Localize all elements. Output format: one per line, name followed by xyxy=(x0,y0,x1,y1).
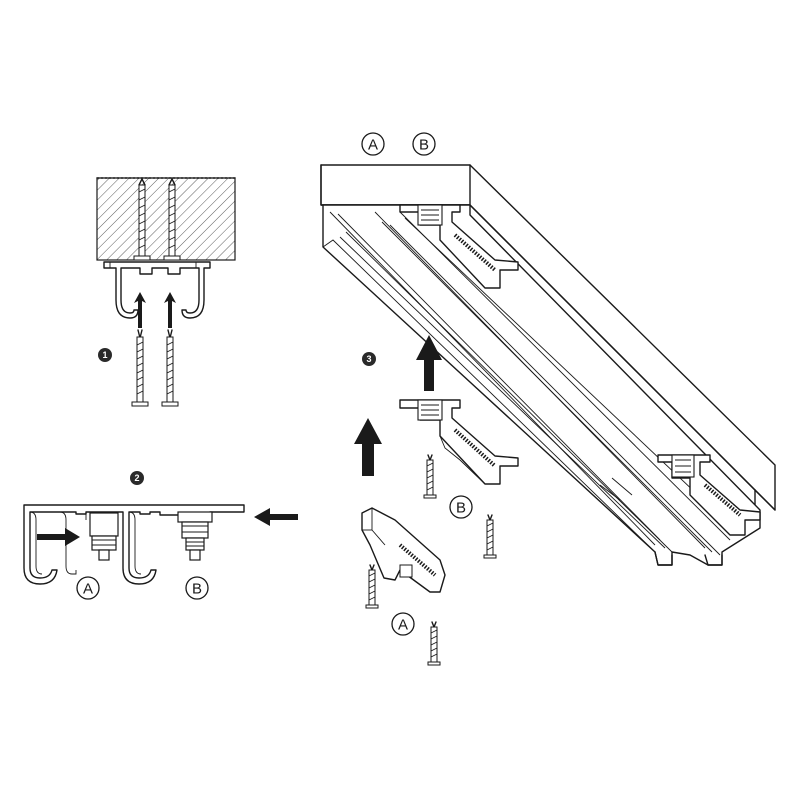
part-a-cross-section xyxy=(89,512,119,561)
carrier-a-loose xyxy=(361,507,446,593)
carrier-b-installed xyxy=(399,204,519,289)
label-a-circle-top xyxy=(361,132,385,156)
up-arrow-icon xyxy=(354,418,382,476)
step1-group: 1 xyxy=(96,177,236,407)
double-rail xyxy=(322,204,761,566)
screw-a-1 xyxy=(365,564,379,609)
ceiling-block xyxy=(96,177,236,261)
up-arrow-icon xyxy=(164,292,176,328)
part-b-cross-section xyxy=(177,511,213,561)
rail-profile-step1 xyxy=(103,261,211,319)
label-a-text-top: A xyxy=(368,137,378,154)
step3-group: A B xyxy=(320,132,776,666)
step-2-number: 2 xyxy=(134,473,139,483)
carrier-end-installed xyxy=(657,454,761,536)
step-3-number: 3 xyxy=(366,354,371,364)
step-2-badge xyxy=(130,471,144,485)
label-b-text-top: B xyxy=(419,137,429,154)
ceiling-screw-left xyxy=(133,178,151,261)
up-arrow-icon xyxy=(416,335,442,391)
right-arrow-icon xyxy=(37,528,80,546)
mounting-beam xyxy=(320,164,776,511)
screw-a-2 xyxy=(427,621,441,666)
label-b-circle-loose xyxy=(449,495,473,519)
label-a-text: A xyxy=(83,581,93,598)
screw-b-1 xyxy=(423,454,437,499)
label-a-text-loose: A xyxy=(398,617,408,634)
label-b-circle xyxy=(185,576,209,600)
label-a-circle-loose xyxy=(391,612,415,636)
step-3-badge xyxy=(362,352,376,366)
loose-screw-right xyxy=(161,329,179,407)
label-b-text: B xyxy=(192,581,202,598)
step2-group: 2 A B xyxy=(23,471,298,600)
up-arrow-icon xyxy=(134,292,146,328)
carrier-b-loose xyxy=(399,399,519,485)
screw-b-2 xyxy=(483,514,497,559)
label-b-text-loose: B xyxy=(456,500,466,517)
loose-screw-left xyxy=(131,329,149,407)
label-a-circle xyxy=(76,576,100,600)
rail-cross-section xyxy=(23,504,245,585)
step-1-badge xyxy=(98,348,112,362)
label-b-circle-top xyxy=(412,132,436,156)
ceiling-screw-right xyxy=(163,178,181,261)
left-arrow-icon xyxy=(254,508,298,526)
step-1-number: 1 xyxy=(102,350,107,360)
